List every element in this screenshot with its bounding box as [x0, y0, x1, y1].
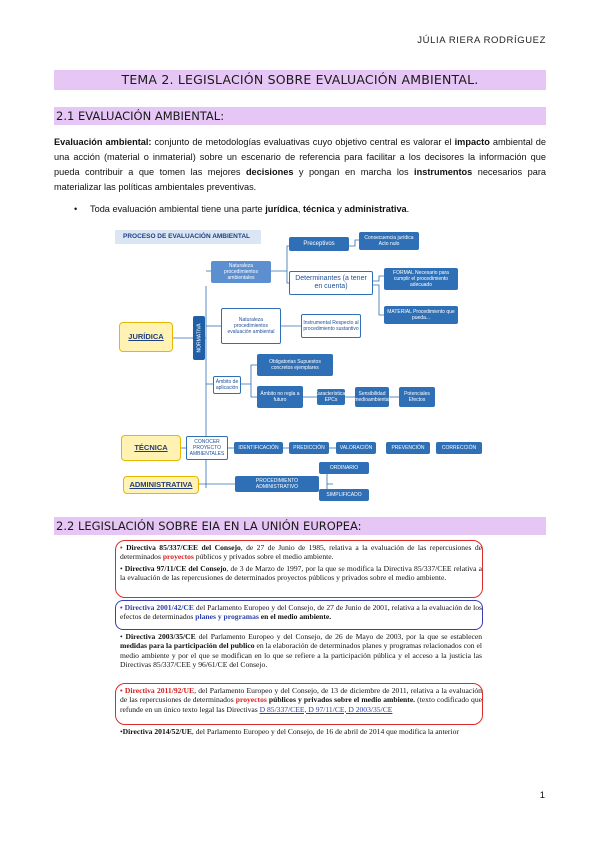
- directive-run: , del Parlamento Europeo y del Consejo, …: [120, 686, 482, 705]
- section-2-heading: 2.2 LEGISLACIÓN SOBRE EIA EN LA UNIÓN EU…: [56, 519, 362, 533]
- directive-run: Directiva 2001/42/CE: [124, 603, 194, 612]
- definition-run: decisiones: [245, 167, 294, 177]
- process-diagram: PROCESO DE EVALUACIÓN AMBIENTAL JURÍDICA…: [111, 226, 491, 508]
- directive-run: , de 3 de Marzo de 1997, por la que se m…: [120, 564, 482, 583]
- potenciales-box: Potenciales Efectos: [399, 387, 435, 407]
- directive-run: proyectos: [162, 552, 194, 562]
- ambito-regla-box: Ámbito no regla a futuro: [257, 386, 303, 408]
- procedimiento-box: PROCEDIMIENTO ADMINISTRATIVO: [235, 476, 319, 492]
- bullet-run: administrativa: [344, 204, 407, 214]
- conocer-box: CONOCER PROYECTO AMBIENTALES: [186, 436, 228, 460]
- directive-run: •: [120, 632, 126, 641]
- bullet-run: ,: [297, 204, 303, 214]
- directive-run: Directiva 2003/35/CE: [125, 632, 196, 641]
- bullet-dot-icon: •: [74, 204, 78, 214]
- definition-run: impacto: [454, 137, 490, 147]
- page-title: TEMA 2. LEGISLACIÓN SOBRE EVALUACIÓN AMB…: [121, 72, 479, 87]
- obligatorias-box: Obligatorias Supuestos concretos ejempla…: [257, 354, 333, 376]
- naturaleza-evaluacion-box: Naturaleza procedimientos evaluación amb…: [221, 308, 281, 344]
- directive-run: en el medio ambiente.: [258, 612, 332, 622]
- preceptivos-box: Preceptivos: [289, 237, 349, 251]
- sensibilidad-box: Sensibilidad medioambiental: [354, 387, 390, 407]
- author-name: JÚLIA RIERA RODRÍGUEZ: [417, 35, 546, 46]
- administrativa-box: ADMINISTRATIVA: [123, 476, 199, 494]
- bullet-run: y: [334, 204, 345, 214]
- directive-run: medidas para la participación del public…: [120, 641, 255, 651]
- definition-run: Evaluación ambiental:: [54, 137, 152, 147]
- identificacion-box: IDENTIFICACIÓN: [234, 442, 283, 454]
- simplificado-box: SIMPLIFICADO: [319, 489, 369, 501]
- directive-run: •: [120, 603, 125, 612]
- directive-2001-42: • Directiva 2001/42/CE del Parlamento Eu…: [114, 603, 486, 622]
- directive-2003-35: • Directiva 2003/35/CE del Parlamento Eu…: [114, 632, 486, 669]
- directives-list: • Directiva 85/337/CEE del Consejo, de 2…: [114, 540, 486, 752]
- directive-85-337: • Directiva 85/337/CEE del Consejo, de 2…: [114, 543, 486, 562]
- ambito-box: Ámbito de aplicación: [213, 376, 241, 394]
- directive-run: , de 27 de Junio de 1985, relativa a la …: [120, 543, 483, 562]
- bullet-run: técnica: [303, 204, 335, 214]
- directive-run: •: [120, 543, 127, 552]
- section-1-heading: 2.1 EVALUACIÓN AMBIENTAL:: [56, 109, 225, 123]
- section-1-band: 2.1 EVALUACIÓN AMBIENTAL:: [54, 107, 546, 125]
- directive-run[interactable]: D 85/337/CEE, D 97/11/CE, D 2003/35/CE: [259, 704, 393, 714]
- definition-run: instrumentos: [414, 167, 473, 177]
- definition-paragraph: Evaluación ambiental: conjunto de metodo…: [54, 135, 546, 195]
- formal-box: FORMAL Necesario para cumplir el procedi…: [384, 268, 458, 290]
- directive-run: •: [120, 686, 125, 695]
- determinantes-box: Determinantes (a tener en cuenta): [289, 271, 373, 295]
- directive-run: públicos y privados sobre el medio ambie…: [193, 552, 334, 562]
- bullet-run: Toda evaluación ambiental tiene una part…: [90, 204, 266, 214]
- bullet-run: .: [406, 204, 410, 214]
- material-box: MATERIAL Procedimiento que pueda...: [384, 306, 458, 324]
- prediccion-box: PREDICCIÓN: [289, 442, 329, 454]
- directive-run: en la elaboración de determinados planes…: [120, 641, 482, 669]
- definition-run: y pongan en marcha los: [293, 167, 415, 177]
- directive-run: públicos y privados sobre el medio ambie…: [266, 695, 416, 705]
- caracteristicas-box: Características EPCs: [314, 389, 348, 405]
- ordinario-box: ORDINARIO: [319, 462, 369, 474]
- bullet-text: Toda evaluación ambiental tiene una part…: [90, 203, 409, 216]
- directive-run: proyectos: [235, 695, 267, 705]
- directive-run: Directiva 2014/52/UE: [122, 727, 192, 736]
- diagram-header: PROCESO DE EVALUACIÓN AMBIENTAL: [115, 230, 261, 244]
- section-2-band: 2.2 LEGISLACIÓN SOBRE EIA EN LA UNIÓN EU…: [54, 517, 546, 535]
- prevencion-box: PREVENCIÓN: [386, 442, 430, 454]
- directive-run: Directiva 85/337/CEE del Consejo: [126, 543, 241, 552]
- directive-run: •: [120, 564, 125, 573]
- definition-run: ambiental de una acción (material o inma…: [54, 137, 546, 177]
- directive-run: •: [120, 727, 123, 736]
- directive-run: (texto codificado que refunde en un únic…: [120, 695, 483, 714]
- normativa-box: NORMATIVA: [193, 316, 205, 360]
- directive-run: planes y programas: [195, 612, 259, 622]
- definition-run: conjunto de metodologías evaluativas cuy…: [151, 137, 455, 147]
- directive-2011-92: • Directiva 2011/92/UE, del Parlamento E…: [114, 686, 486, 714]
- bullet-run: jurídica: [265, 204, 298, 214]
- correccion-box: CORRECCIÓN: [436, 442, 482, 454]
- valoracion-box: VALORACIÓN: [336, 442, 376, 454]
- directive-run: , del Parlamento Europeo y del Consejo, …: [191, 727, 459, 736]
- page-number: 1: [539, 790, 545, 801]
- consecuencia-box: Consecuencia jurídica Acto nulo: [359, 232, 419, 250]
- naturaleza-ambientales-box: Naturaleza procedimientos ambientales: [211, 261, 271, 283]
- instrumental-box: Instrumental Respecto al procedimiento s…: [301, 314, 361, 338]
- title-band: TEMA 2. LEGISLACIÓN SOBRE EVALUACIÓN AMB…: [54, 70, 546, 90]
- directive-run: Directiva 97/11/CE del Consejo: [124, 564, 227, 573]
- directive-97-11: • Directiva 97/11/CE del Consejo, de 3 d…: [114, 564, 486, 583]
- directive-run: Directiva 2011/92/UE: [124, 686, 195, 695]
- directive-run: del Parlamento Europeo y del Consejo, de…: [195, 632, 483, 641]
- tecnica-box: TÉCNICA: [121, 435, 181, 461]
- directive-run: del Parlamento Europeo y del Consejo, de…: [120, 603, 483, 622]
- directive-2014-52: •Directiva 2014/52/UE, del Parlamento Eu…: [114, 727, 486, 736]
- juridica-box: JURÍDICA: [119, 322, 173, 352]
- definition-run: necesarios para materializar las polític…: [54, 167, 546, 192]
